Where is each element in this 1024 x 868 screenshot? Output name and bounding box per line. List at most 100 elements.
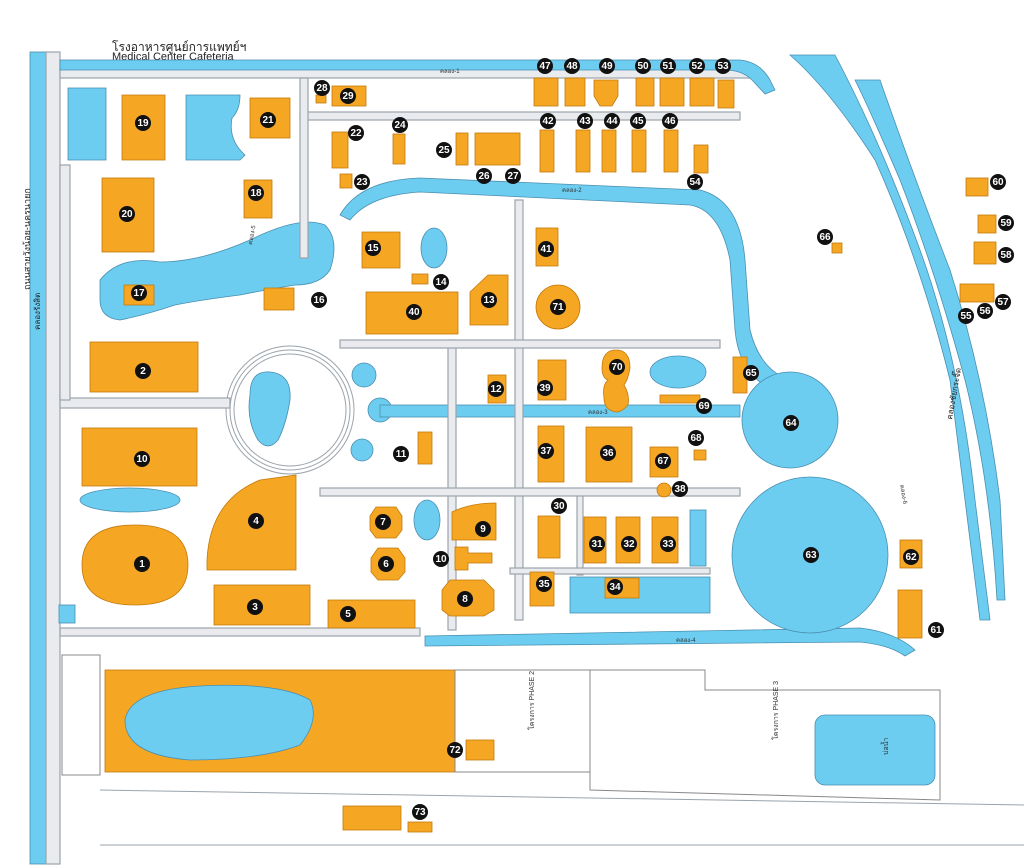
building-marker-52[interactable]: 52: [689, 58, 705, 74]
building-marker-47[interactable]: 47: [537, 58, 553, 74]
building-marker-19[interactable]: 19: [135, 115, 151, 131]
building-24[interactable]: [392, 133, 406, 165]
building-69[interactable]: [659, 394, 701, 404]
building-marker-60[interactable]: 60: [990, 174, 1006, 190]
building-marker-64[interactable]: 64: [783, 415, 799, 431]
building-marker-59[interactable]: 59: [998, 215, 1014, 231]
building-marker-1[interactable]: 1: [134, 556, 150, 572]
building-marker-15[interactable]: 15: [365, 240, 381, 256]
building-marker-73[interactable]: 73: [412, 804, 428, 820]
building-16[interactable]: [263, 287, 295, 311]
building-marker-7[interactable]: 7: [375, 514, 391, 530]
building-marker-66[interactable]: 66: [817, 229, 833, 245]
building-28[interactable]: [315, 94, 327, 104]
building-73b[interactable]: [407, 821, 433, 833]
building-11[interactable]: [417, 431, 433, 465]
building-marker-10[interactable]: 10: [433, 551, 449, 567]
building-marker-32[interactable]: 32: [621, 536, 637, 552]
building-59[interactable]: [977, 214, 997, 234]
building-marker-45[interactable]: 45: [630, 113, 646, 129]
building-marker-5[interactable]: 5: [340, 606, 356, 622]
building-marker-28[interactable]: 28: [314, 80, 330, 96]
building-marker-68[interactable]: 68: [688, 430, 704, 446]
building-22[interactable]: [331, 131, 349, 169]
building-marker-35[interactable]: 35: [536, 576, 552, 592]
building-marker-46[interactable]: 46: [662, 113, 678, 129]
building-marker-72[interactable]: 72: [447, 742, 463, 758]
building-73a[interactable]: [342, 805, 402, 831]
building-marker-57[interactable]: 57: [995, 294, 1011, 310]
building-marker-34[interactable]: 34: [607, 579, 623, 595]
building-marker-20[interactable]: 20: [119, 206, 135, 222]
building-marker-37[interactable]: 37: [538, 443, 554, 459]
building-23[interactable]: [339, 173, 353, 189]
building-marker-9[interactable]: 9: [475, 521, 491, 537]
building-marker-6[interactable]: 6: [378, 556, 394, 572]
building-68[interactable]: [693, 449, 707, 461]
building-marker-69[interactable]: 69: [696, 398, 712, 414]
building-marker-54[interactable]: 54: [687, 174, 703, 190]
building-marker-31[interactable]: 31: [589, 536, 605, 552]
building-marker-14[interactable]: 14: [433, 274, 449, 290]
building-72[interactable]: [465, 739, 495, 761]
building-marker-53[interactable]: 53: [715, 58, 731, 74]
building-55-57[interactable]: [959, 283, 995, 303]
building-marker-8[interactable]: 8: [457, 591, 473, 607]
building-marker-48[interactable]: 48: [564, 58, 580, 74]
building-marker-12[interactable]: 12: [488, 381, 504, 397]
building-marker-41[interactable]: 41: [538, 241, 554, 257]
building-marker-50[interactable]: 50: [635, 58, 651, 74]
building-58[interactable]: [973, 241, 997, 265]
building-marker-18[interactable]: 18: [248, 185, 264, 201]
building-66[interactable]: [831, 242, 843, 254]
building-30[interactable]: [537, 515, 561, 559]
building-marker-10[interactable]: 10: [134, 451, 150, 467]
building-marker-16[interactable]: 16: [311, 292, 327, 308]
building-marker-4[interactable]: 4: [248, 513, 264, 529]
building-marker-22[interactable]: 22: [348, 125, 364, 141]
building-marker-30[interactable]: 30: [551, 498, 567, 514]
building-marker-49[interactable]: 49: [599, 58, 615, 74]
building-marker-63[interactable]: 63: [803, 547, 819, 563]
building-marker-29[interactable]: 29: [340, 88, 356, 104]
building-marker-27[interactable]: 27: [505, 168, 521, 184]
building-marker-58[interactable]: 58: [998, 247, 1014, 263]
building-marker-33[interactable]: 33: [660, 536, 676, 552]
building-marker-26[interactable]: 26: [476, 168, 492, 184]
building-marker-13[interactable]: 13: [481, 292, 497, 308]
building-marker-36[interactable]: 36: [600, 445, 616, 461]
building-marker-3[interactable]: 3: [247, 599, 263, 615]
building-marker-11[interactable]: 11: [393, 446, 409, 462]
building-marker-2[interactable]: 2: [135, 363, 151, 379]
building-marker-17[interactable]: 17: [131, 285, 147, 301]
building-61[interactable]: [897, 589, 923, 639]
building-marker-61[interactable]: 61: [928, 622, 944, 638]
building-marker-21[interactable]: 21: [260, 112, 276, 128]
building-14[interactable]: [411, 273, 429, 285]
building-9[interactable]: [451, 502, 497, 541]
building-marker-40[interactable]: 40: [406, 304, 422, 320]
building-marker-23[interactable]: 23: [354, 174, 370, 190]
marker-circle: [689, 58, 705, 74]
building-67[interactable]: [649, 446, 679, 478]
building-marker-70[interactable]: 70: [609, 359, 625, 375]
building-10b[interactable]: [454, 546, 493, 571]
building-marker-25[interactable]: 25: [436, 142, 452, 158]
building-26[interactable]: [474, 132, 521, 166]
building-38[interactable]: [656, 482, 672, 498]
building-marker-71[interactable]: 71: [550, 299, 566, 315]
building-marker-38[interactable]: 38: [672, 481, 688, 497]
building-marker-44[interactable]: 44: [604, 113, 620, 129]
building-marker-51[interactable]: 51: [660, 58, 676, 74]
building-marker-39[interactable]: 39: [537, 380, 553, 396]
building-marker-62[interactable]: 62: [903, 549, 919, 565]
building-marker-43[interactable]: 43: [577, 113, 593, 129]
building-marker-55[interactable]: 55: [958, 308, 974, 324]
building-marker-42[interactable]: 42: [540, 113, 556, 129]
building-marker-65[interactable]: 65: [743, 365, 759, 381]
building-60[interactable]: [965, 177, 989, 197]
building-marker-24[interactable]: 24: [392, 117, 408, 133]
building-marker-56[interactable]: 56: [977, 303, 993, 319]
building-marker-67[interactable]: 67: [655, 453, 671, 469]
building-25[interactable]: [455, 132, 469, 166]
